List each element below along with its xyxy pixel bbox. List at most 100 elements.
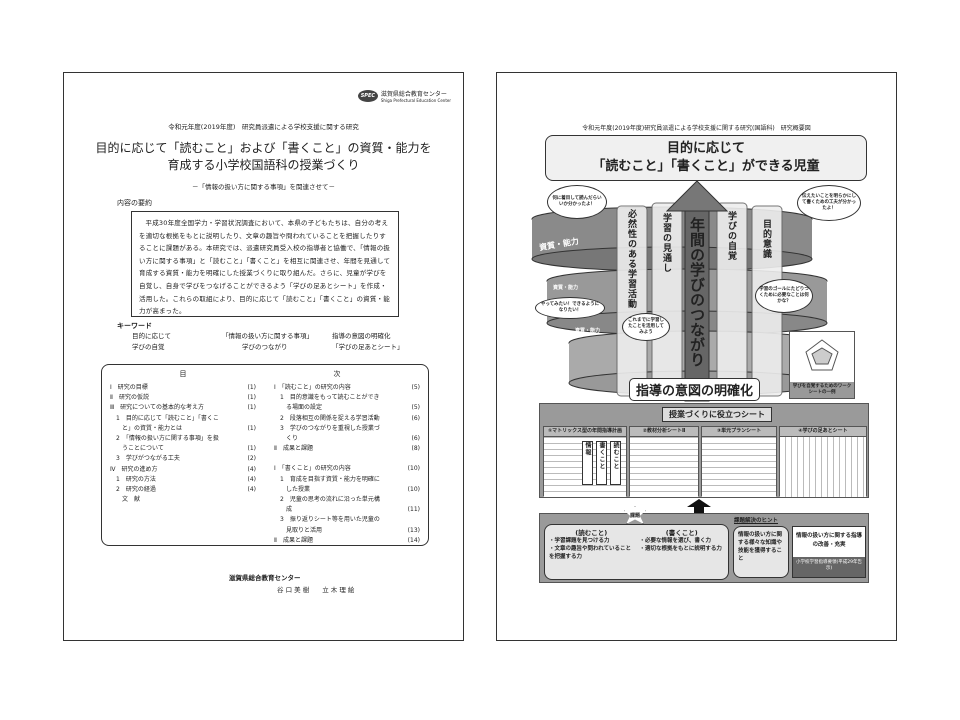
toc-entry: Ⅰ 研究の目標 (1) (110, 383, 256, 393)
toc-entry-title: る場面の設定 (274, 404, 323, 412)
keyword: 目的に応じて (132, 332, 171, 340)
toc-entry-page: (10) (407, 485, 420, 493)
toc-entry-title: 文 献 (110, 496, 141, 504)
center-column-label: 年間の学びのつながり (688, 217, 706, 367)
diagram-header: 令和元年度(2019年度)研究員派遣による学校支援に関する研究(国語科) 研究概… (582, 125, 811, 132)
keyword: 学びの自覚 (132, 343, 165, 351)
research-header: 令和元年度(2019年度) 研究員派遣による学校支援に関する研究 (168, 123, 359, 131)
toc-entry: る場面の設定 (5) (274, 403, 420, 413)
title-line-1: 目的に応じて「読むこと」および「書くこと」の資質・能力を (95, 141, 432, 155)
toc-entry: 3 学びがつながる工夫(2) (110, 454, 256, 464)
intent-label: 指導の意図の明確化 (629, 378, 761, 401)
toc-entry-page: (13) (407, 526, 420, 534)
goal-banner: 目的に応じて「読むこと」「書くこと」ができる児童 (545, 135, 867, 181)
toc-entry-title: Ⅱ 成果と課題 (274, 445, 313, 453)
band-label: 資質・能力 (575, 328, 601, 334)
toc-entry: Ⅲ 研究についての基本的な考え方(1) (110, 403, 256, 413)
banner-line-1: 目的に応じて (666, 141, 745, 156)
toc-entry-title: と」の資質・能力とは (110, 424, 183, 432)
toc-entry-title: 1 目的に応じて「読むこと」「書くこ (110, 414, 219, 422)
toc-entry: Ⅱ 成果と課題(14) (274, 536, 420, 546)
toc-entry-page: (1) (247, 384, 257, 391)
toc-entry-title: くり (274, 435, 299, 443)
center-logo: SPEC 滋賀県総合教育センター Shiga Prefectural Educa… (357, 89, 451, 103)
sheet-title: ④学びの足あとシート (780, 427, 866, 437)
keyword: 「情報の扱い方に関する事項」 (222, 332, 313, 340)
toc-entry-title: Ⅱ 研究の仮説 (110, 394, 149, 402)
speech-cloud: これまでに学習したことを活用してみよう (622, 313, 670, 341)
toc-entry: 成(11) (274, 505, 420, 515)
issues-panel: (読むこと)・学習課題を見つける力・文章の趣旨や問われていることを把握する力 (… (539, 506, 869, 583)
toc-entry-title: 2 研究の経過 (110, 486, 156, 494)
toc-left-column: Ⅰ 研究の目標(1)Ⅱ 研究の仮説(1)Ⅲ 研究についての基本的な考え方(1) … (110, 383, 256, 546)
toc-entry-title: Ⅰ 「読むこと」の研究の内容 (274, 384, 351, 391)
toc-entry-title: Ⅲ 研究についての基本的な考え方 (110, 404, 204, 412)
pillar-label: 必然性のある学習活動 (626, 209, 636, 309)
logo-name: 滋賀県総合教育センター (380, 91, 447, 98)
band-label: 資質・能力 (553, 285, 579, 291)
pillar-label: 目的意識 (761, 219, 771, 259)
title-line-2: 育成する小学校国語科の授業づくり (167, 158, 360, 172)
writing-item: ・必要な情報を選び、書く力 (639, 538, 712, 544)
keyword: 指導の意図の明確化 (332, 332, 391, 340)
guideline-source: 小学校学習指導要領(平成29年告示) (793, 557, 865, 577)
toc-entry-page: (1) (247, 445, 257, 453)
toc-entry: 2 「情報の扱い方に関する事項」を扱 (110, 434, 256, 444)
toc-entry-page: (5) (411, 404, 421, 412)
worksheet-caption: 学びを自覚するためのワークシートの一例 (790, 382, 854, 398)
toc-entry: うことについて(1) (110, 444, 256, 454)
toc-entry-page: (4) (247, 475, 257, 483)
speech-cloud: 何に着目して読んだらいいか分かったよ！ (547, 185, 607, 219)
keyword: 「学びの足あとシート」 (332, 343, 404, 351)
hint-heading: 課題解決のヒント (734, 518, 779, 524)
toc-entry: 2 児童の思考の流れに沿った単元構 (274, 495, 420, 505)
toc-entry: 3 振り返りシート等を用いた児童の (274, 515, 420, 525)
toc-entry-title: Ⅰ 研究の目標 (110, 384, 148, 391)
toc-entry: 1 育成を目指す資質・能力を明確に (274, 475, 420, 485)
toc-entry: 文 献 (110, 495, 256, 505)
issue-badge: 課題 (624, 506, 646, 524)
writing-item: ・適切な根拠をもとに説明する力 (639, 546, 722, 552)
speech-cloud: 伝えたいことを明らかにして書くための工夫が分かったよ！ (797, 185, 861, 221)
toc-entry-title: 1 研究の方法 (110, 475, 156, 483)
toc-entry: 3 学びのつながりを重視した授業づ (274, 424, 420, 434)
subtitle: －「情報の扱い方に関する事項」を関連させて－ (192, 183, 335, 191)
toc-entry-page: (4) (247, 486, 257, 494)
toc-entry: 2 研究の経過 (4) (110, 485, 256, 495)
toc-entry-page: (14) (407, 536, 420, 544)
toc-entry-title: 1 育成を目指す資質・能力を明確に (274, 475, 380, 483)
right-overview-diagram-page: 令和元年度(2019年度)研究員派遣による学校支援に関する研究(国語科) 研究概… (496, 72, 897, 641)
toc-entry-title: 成 (274, 506, 293, 514)
toc-entry-page: (8) (411, 445, 421, 453)
guideline-box: 情報の扱い方に関する指導の改善・充実 小学校学習指導要領(平成29年告示) (792, 526, 866, 578)
toc-entry-title: 2 児童の思考の流れに沿った単元構 (274, 496, 380, 504)
toc-entry-title: 2 「情報の扱い方に関する事項」を扱 (110, 435, 219, 443)
sheet-title: ②教材分析シートⅡ (630, 427, 698, 437)
reading-item: ・学習課題を見つける力 (549, 538, 610, 544)
useful-sheets-panel: 授業づくりに役立つシート ①マトリックス型の年間指導計画 情報 書くこと 読むこ… (539, 403, 869, 498)
sheet-title: ①マトリックス型の年間指導計画 (544, 427, 626, 437)
toc-entry: Ⅰ 「書くこと」の研究の内容(10) (274, 464, 420, 474)
toc-entry: 1 研究の方法 (4) (110, 475, 256, 485)
sheet-matrix-plan: ①マトリックス型の年間指導計画 情報 書くこと 読むこと (543, 426, 627, 497)
reading-item: ・文章の趣旨や問われていることを把握する力 (549, 546, 632, 560)
toc-entry-page: (2) (247, 455, 257, 463)
page-title: 目的に応じて「読むこと」および「書くこと」の資質・能力を 育成する小学校国語科の… (64, 140, 463, 174)
summary-heading: 内容の要約 (117, 199, 152, 207)
toc-entry-page: (5) (411, 384, 421, 391)
toc-entry: Ⅱ 成果と課題 (8) (274, 444, 420, 454)
center-column (684, 210, 710, 402)
toc-entry-page: (10) (407, 465, 420, 473)
toc-entry: くり(6) (274, 434, 420, 444)
keywords-heading: キーワード (117, 322, 152, 330)
sheet-learning-footprints: ④学びの足あとシート (779, 426, 867, 497)
toc-entry-page: (1) (247, 394, 257, 402)
up-arrow-icon (687, 499, 711, 513)
worksheet-example: 学びを自覚するためのワークシートの一例 (789, 331, 855, 399)
speech-cloud: 学習のゴールにたどりつくために必要なことは何かな？ (755, 279, 813, 313)
sheets-title: 授業づくりに役立つシート (662, 407, 772, 422)
center-arrowhead (665, 181, 729, 212)
keyword: 学びのつながり (242, 343, 288, 351)
toc-entry-title: した授業 (274, 485, 311, 493)
writing-heading: (書くこと) (665, 529, 698, 537)
